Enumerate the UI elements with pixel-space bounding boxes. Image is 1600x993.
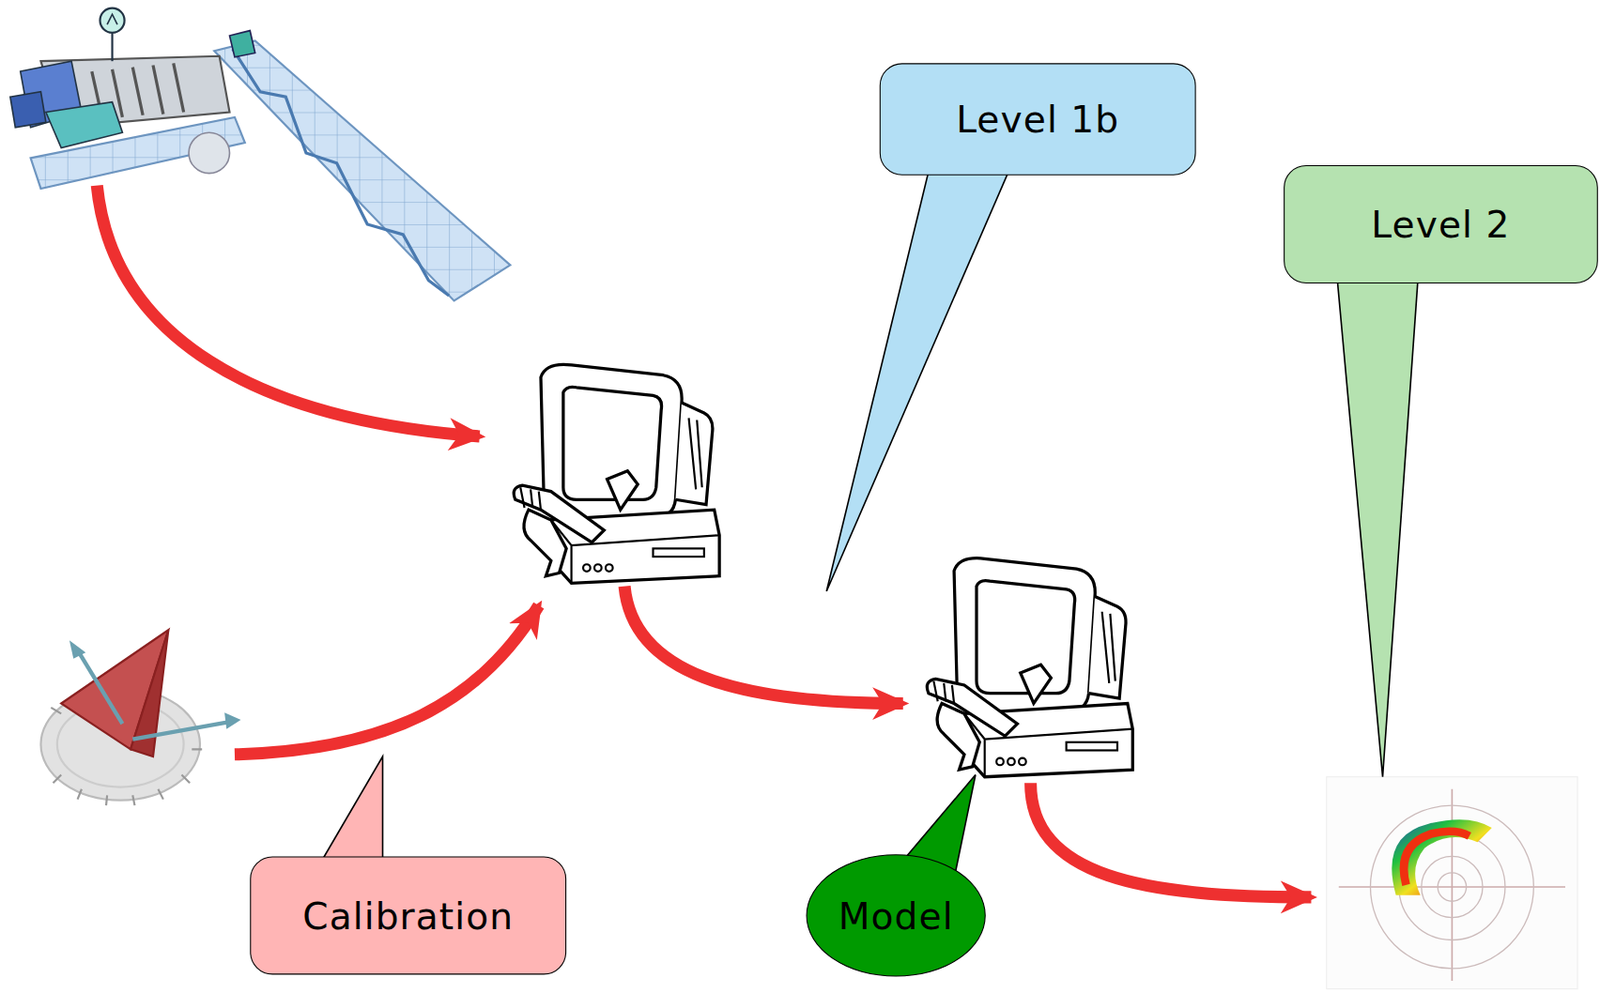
callout-text: Calibration bbox=[302, 894, 514, 938]
callout-box: Calibration bbox=[249, 856, 567, 975]
callout-text: Level 2 bbox=[1370, 203, 1510, 247]
callout-box: Level 2 bbox=[1283, 165, 1599, 284]
callout-text: Level 1b bbox=[955, 98, 1120, 141]
callout-text: Model bbox=[838, 894, 954, 938]
computer-icon bbox=[513, 364, 720, 584]
callout-ellipse: Model bbox=[806, 854, 986, 977]
callout-pointer bbox=[1337, 273, 1419, 778]
callout-pointer bbox=[826, 163, 1013, 592]
flow-arrows bbox=[96, 185, 1311, 898]
result-plot bbox=[1326, 777, 1578, 990]
computer-icon bbox=[926, 558, 1133, 778]
satellite bbox=[10, 8, 510, 302]
calibration-instrument bbox=[40, 630, 241, 806]
callout-pointer bbox=[318, 756, 383, 867]
callout-box: Level 1b bbox=[879, 62, 1197, 175]
